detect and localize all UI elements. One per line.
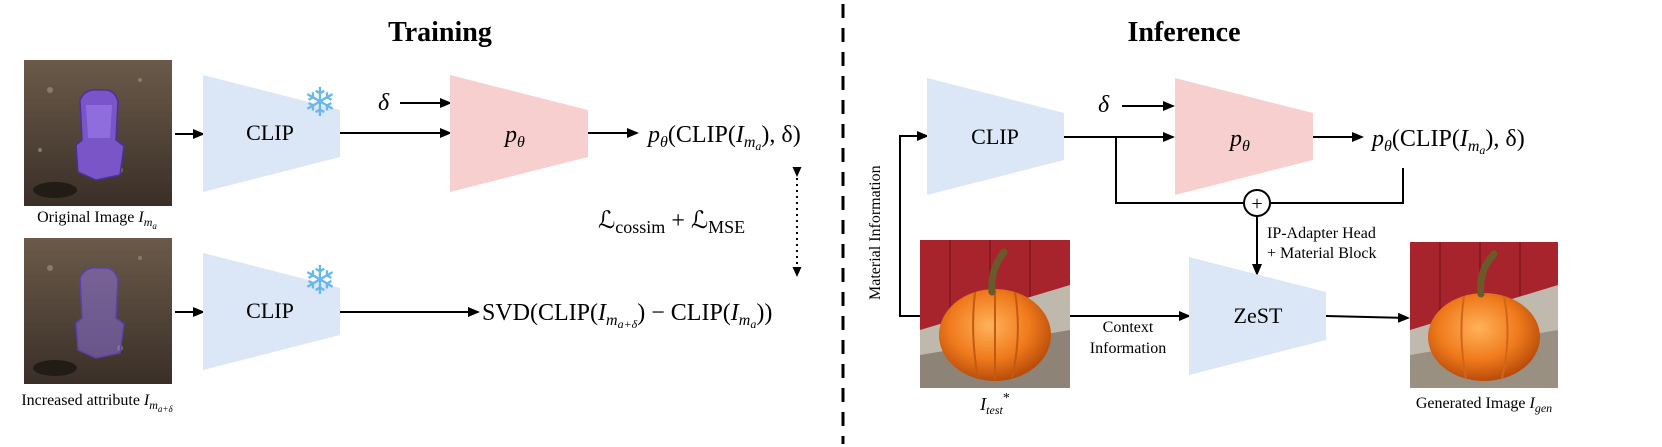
- inference-title: Inference: [1128, 17, 1241, 48]
- increased-attribute-image: [24, 238, 172, 384]
- zest-label: ZeST: [1234, 303, 1283, 328]
- clip-top-label: CLIP: [246, 120, 294, 145]
- ip-adapter-label-line1: IP-Adapter Head: [1267, 225, 1376, 242]
- p-theta-label-inference: pθ: [1228, 126, 1250, 155]
- loss-expression: ℒcossim + ℒMSE: [598, 208, 745, 237]
- training-output-expression: pθ(CLIP(Ima), δ): [646, 122, 801, 153]
- original-image-caption: Original Image Ima: [37, 209, 157, 231]
- ip-adapter-label-line2: + Material Block: [1267, 245, 1376, 262]
- clip-encoder-bottom: [203, 253, 340, 370]
- svd-expression: SVD(CLIP(Ima+δ) − CLIP(Ima)): [482, 300, 772, 331]
- inference-output-expression: pθ(CLIP(Ima), δ): [1370, 126, 1525, 157]
- p-theta-block-inference: [1175, 78, 1313, 195]
- p-theta-label: pθ: [503, 122, 525, 151]
- context-info-line2: Information: [1090, 340, 1166, 357]
- zest-block: [1189, 257, 1326, 375]
- clip-encoder-top: [203, 75, 340, 192]
- material-information-label: Material Information: [867, 165, 884, 300]
- line-output-to-plus: [1271, 168, 1404, 204]
- context-info-line1: Context: [1103, 319, 1154, 336]
- delta-symbol: δ: [378, 90, 390, 116]
- clip-bottom-label: CLIP: [246, 298, 294, 323]
- clip-inference-label: CLIP: [971, 124, 1019, 149]
- test-image-caption: Itest*: [979, 391, 1010, 417]
- clip-encoder-inference: [927, 78, 1064, 195]
- generated-image-pumpkin: [1410, 242, 1558, 388]
- training-title: Training: [388, 17, 492, 48]
- generated-image-caption: Generated Image Igen: [1416, 395, 1552, 415]
- arrow-zest-to-output: [1325, 312, 1410, 323]
- snowflake-icon: ❄: [303, 80, 337, 126]
- test-image-pumpkin: [920, 240, 1070, 388]
- original-image: [24, 60, 172, 206]
- plus-node-label: +: [1251, 193, 1262, 215]
- line-clip-to-plus: [1115, 137, 1243, 204]
- snowflake-icon: ❄: [303, 258, 337, 304]
- arrow-material-info: [899, 131, 929, 317]
- delta-symbol-inference: δ: [1098, 92, 1110, 118]
- increased-attribute-caption: Increased attribute Ima+δ: [21, 392, 173, 414]
- p-theta-block: [450, 75, 588, 192]
